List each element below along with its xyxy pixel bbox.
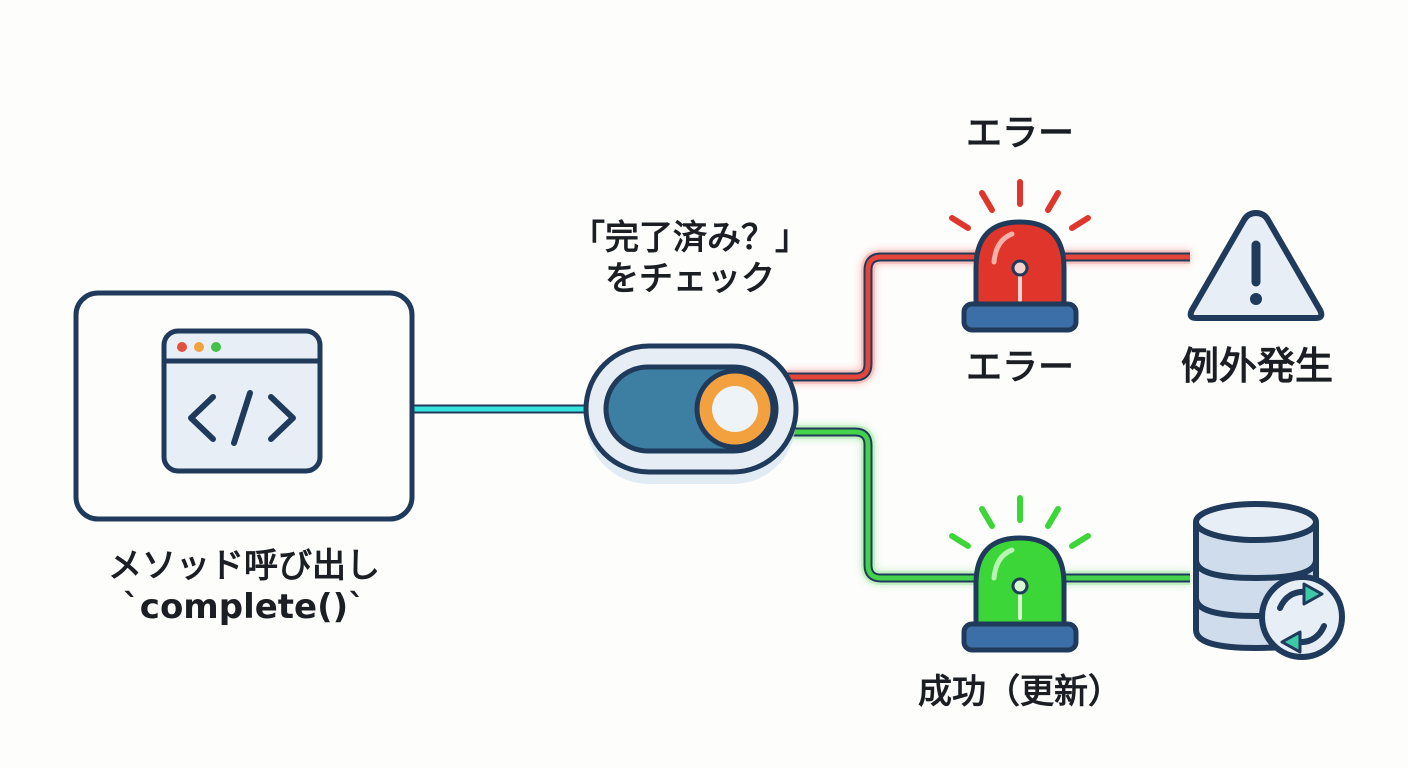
success-siren-icon: [949, 495, 1091, 653]
error-wire: [785, 250, 1190, 384]
database-sync-icon: [1193, 501, 1345, 660]
code-window-icon: [161, 328, 323, 474]
method-call-label-line2: `complete()`: [122, 586, 366, 627]
success-wire: [785, 425, 1190, 585]
error-siren-icon: [949, 179, 1091, 333]
toggle-switch-icon: [583, 343, 799, 484]
method-call-label: メソッド呼び出し `complete()`: [44, 546, 444, 628]
error-bottom-label: エラー: [965, 347, 1074, 388]
warning-triangle-icon: [1187, 210, 1325, 321]
method-call-box: [73, 290, 415, 522]
exception-label: 例外発生: [1180, 344, 1333, 388]
check-label-line2: をチェック: [605, 258, 775, 299]
method-call-label-line1: メソッド呼び出し: [108, 546, 380, 586]
success-label: 成功（更新）: [918, 672, 1122, 712]
check-label: 「完了済み？」 をチェック: [540, 218, 840, 300]
check-label-line1: 「完了済み？」: [571, 218, 809, 258]
error-top-label: エラー: [965, 113, 1074, 154]
